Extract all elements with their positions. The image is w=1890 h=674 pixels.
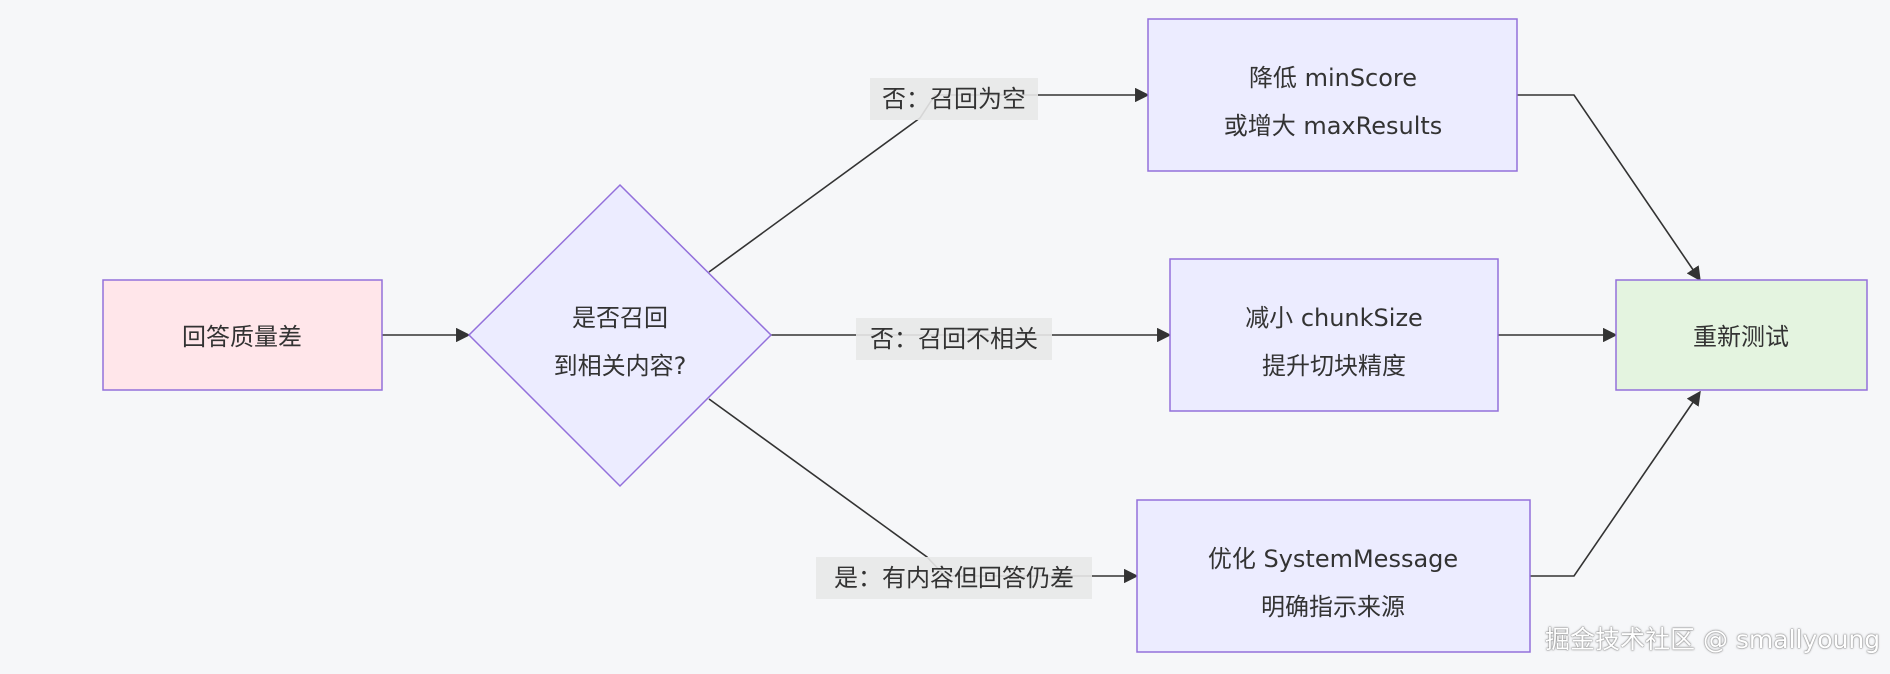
node-decision-line-2: 到相关内容?: [554, 352, 687, 380]
watermark: 掘金技术社区 @ smallyoung: [1545, 625, 1881, 654]
node-decision-line-1: 是否召回: [572, 304, 668, 332]
edge-label-text: 是：有内容但回答仍差: [834, 564, 1074, 592]
edge-label-text: 否：召回为空: [882, 85, 1026, 113]
node-reduce-chunk-line-1: 减小 chunkSize: [1245, 304, 1423, 332]
node-optimize-prompt-line-1: 优化 SystemMessage: [1208, 545, 1458, 573]
node-optimize-prompt: 优化 SystemMessage 明确指示来源: [1136, 499, 1531, 653]
edge-label-background: [856, 318, 1052, 360]
edge-label-background: [816, 557, 1092, 599]
node-decision-diamond: [467, 183, 773, 488]
edge-optimize-prompt-to-retest: [1530, 390, 1701, 577]
node-lower-score: 降低 minScore 或增大 maxResults: [1147, 18, 1518, 172]
edge-decision-to-optimize-prompt: [708, 398, 1139, 584]
node-lower-score-box: [1147, 18, 1518, 172]
edge-label-no-empty: 否：召回为空: [870, 78, 1038, 120]
edge-label-background: [870, 78, 1038, 120]
edge-label-no-irrelevant: 否：召回不相关: [856, 318, 1052, 360]
edge-decision-to-lower-score: [708, 87, 1150, 273]
node-retest-label: 重新测试: [1693, 323, 1789, 351]
node-start-box: [102, 279, 383, 391]
node-optimize-prompt-line-2: 明确指示来源: [1261, 593, 1405, 621]
node-lower-score-line-2: 或增大 maxResults: [1224, 112, 1443, 140]
edge-lower-score-to-retest: [1517, 94, 1701, 282]
node-optimize-prompt-box: [1136, 499, 1531, 653]
node-decision: 是否召回 到相关内容?: [467, 183, 773, 488]
node-start: 回答质量差: [102, 279, 383, 391]
edge-label-yes-poor: 是：有内容但回答仍差: [816, 557, 1092, 599]
node-reduce-chunk-line-2: 提升切块精度: [1262, 352, 1406, 380]
node-lower-score-line-1: 降低 minScore: [1249, 64, 1417, 92]
node-reduce-chunk-box: [1169, 258, 1499, 412]
node-start-label: 回答质量差: [182, 323, 302, 351]
node-retest-box: [1615, 279, 1868, 391]
node-reduce-chunk: 减小 chunkSize 提升切块精度: [1169, 258, 1499, 412]
node-retest: 重新测试: [1615, 279, 1868, 391]
edge-label-text: 否：召回不相关: [870, 325, 1038, 353]
